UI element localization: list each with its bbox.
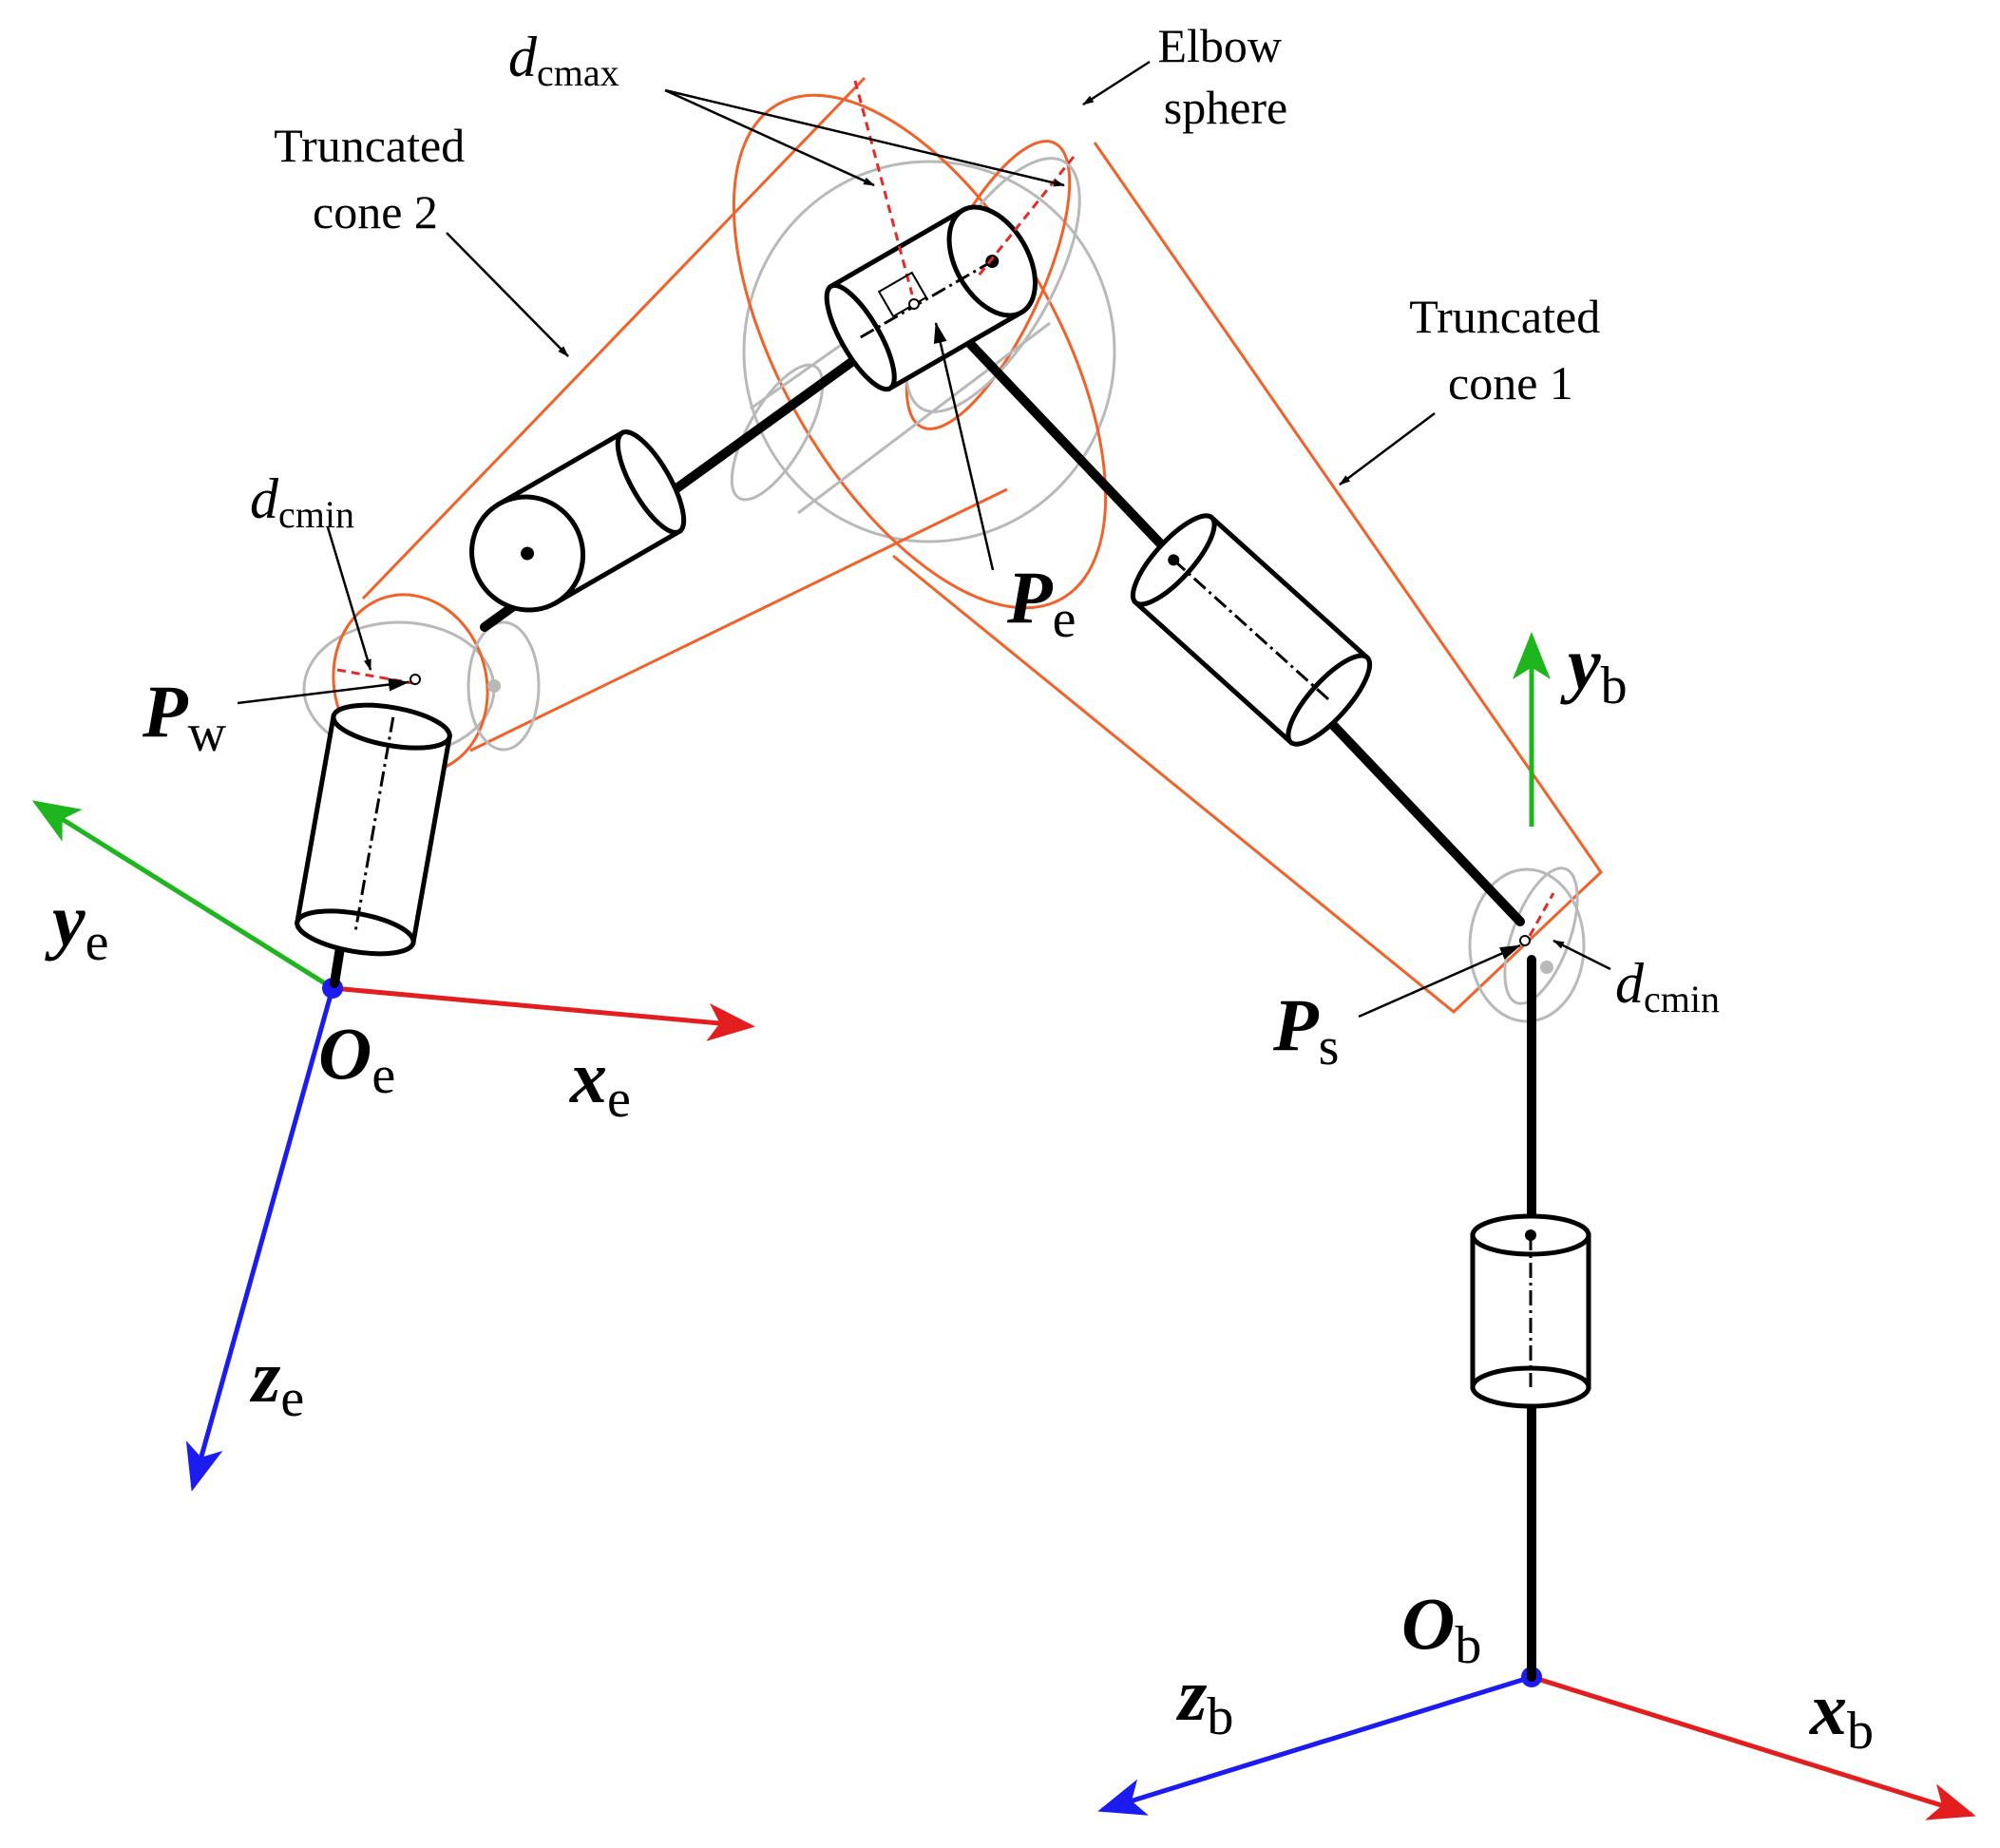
x-b-label: xb (1809, 1667, 1874, 1761)
point-ps (1519, 935, 1531, 946)
o-e-label: Oe (318, 1012, 395, 1105)
pointer-dcmin-shoulder (1552, 939, 1611, 971)
shoulder-grey-dot (1540, 961, 1553, 974)
d-cmin-wrist-label: dcmin (250, 467, 354, 536)
elbow-sphere (742, 160, 1116, 543)
o-b-label: Ob (1401, 1582, 1481, 1675)
points-group (410, 271, 1531, 946)
z-e-axis (185, 987, 335, 1492)
y-e-label: ye (45, 879, 108, 972)
pointer-pe (933, 322, 995, 571)
pointer-pw (237, 677, 410, 705)
pointers-group (237, 60, 1611, 1019)
labels-group: Elbow sphere Truncated cone 2 Truncated … (45, 19, 1874, 1761)
forearm-joint-cylinder (469, 429, 687, 613)
x-b-axis (1531, 1674, 1976, 1820)
wrist-joint-cylinder (294, 702, 453, 957)
pointer-dcmax-1 (664, 88, 875, 187)
point-pw (410, 674, 421, 685)
p-w-label: Pw (142, 670, 227, 763)
point-pe (908, 298, 920, 310)
frame-e (31, 800, 755, 1492)
p-s-label: Ps (1272, 983, 1339, 1076)
y-e-axis (31, 800, 334, 991)
d-cmin-shoulder-label: dcmin (1615, 952, 1720, 1020)
pointer-cone-2 (446, 232, 569, 357)
pointer-cone-1 (1339, 412, 1436, 486)
y-b-label: yb (1560, 622, 1628, 715)
z-e-label: ze (249, 1335, 304, 1428)
z-b-axis (1097, 1674, 1533, 1816)
elbow-joint-cylinder (824, 204, 1038, 392)
pointer-dcmin-wrist (326, 526, 372, 671)
pointer-elbow-sphere (1082, 60, 1151, 106)
truncated-cone-1-label: Truncated cone 1 (1409, 290, 1611, 410)
truncated-cone-2-label: Truncated cone 2 (274, 119, 476, 238)
joints-group (294, 204, 1591, 1409)
distance-lines (336, 80, 1555, 937)
x-e-label: xe (569, 1036, 631, 1129)
base-joint-cylinder (1470, 1213, 1591, 1409)
wrist-grey-ring (467, 620, 541, 752)
elbow-cone-cap (732, 93, 1108, 610)
d-cmax-line-2 (977, 156, 1076, 276)
elbow-grey-ring-2 (730, 363, 825, 502)
pointer-dcmax-2 (664, 88, 1065, 187)
d-cmin-line-shoulder (1528, 892, 1555, 937)
truncated-cone-2 (361, 76, 1008, 753)
shoulder-grey-ring (1503, 867, 1579, 1005)
z-b-label: zb (1175, 1653, 1233, 1746)
shoulder-joint-cylinder (1130, 513, 1373, 747)
wrist-grey-dot (487, 679, 501, 693)
frame-b (1097, 632, 1976, 1820)
d-cmax-label: dcmax (508, 26, 619, 94)
x-e-axis (332, 985, 755, 1041)
elbow-sphere-label: Elbow sphere (1157, 19, 1293, 134)
p-e-label: Pe (1006, 556, 1076, 649)
pointer-ps (1358, 943, 1521, 1019)
d-cmax-line-1 (853, 80, 914, 295)
